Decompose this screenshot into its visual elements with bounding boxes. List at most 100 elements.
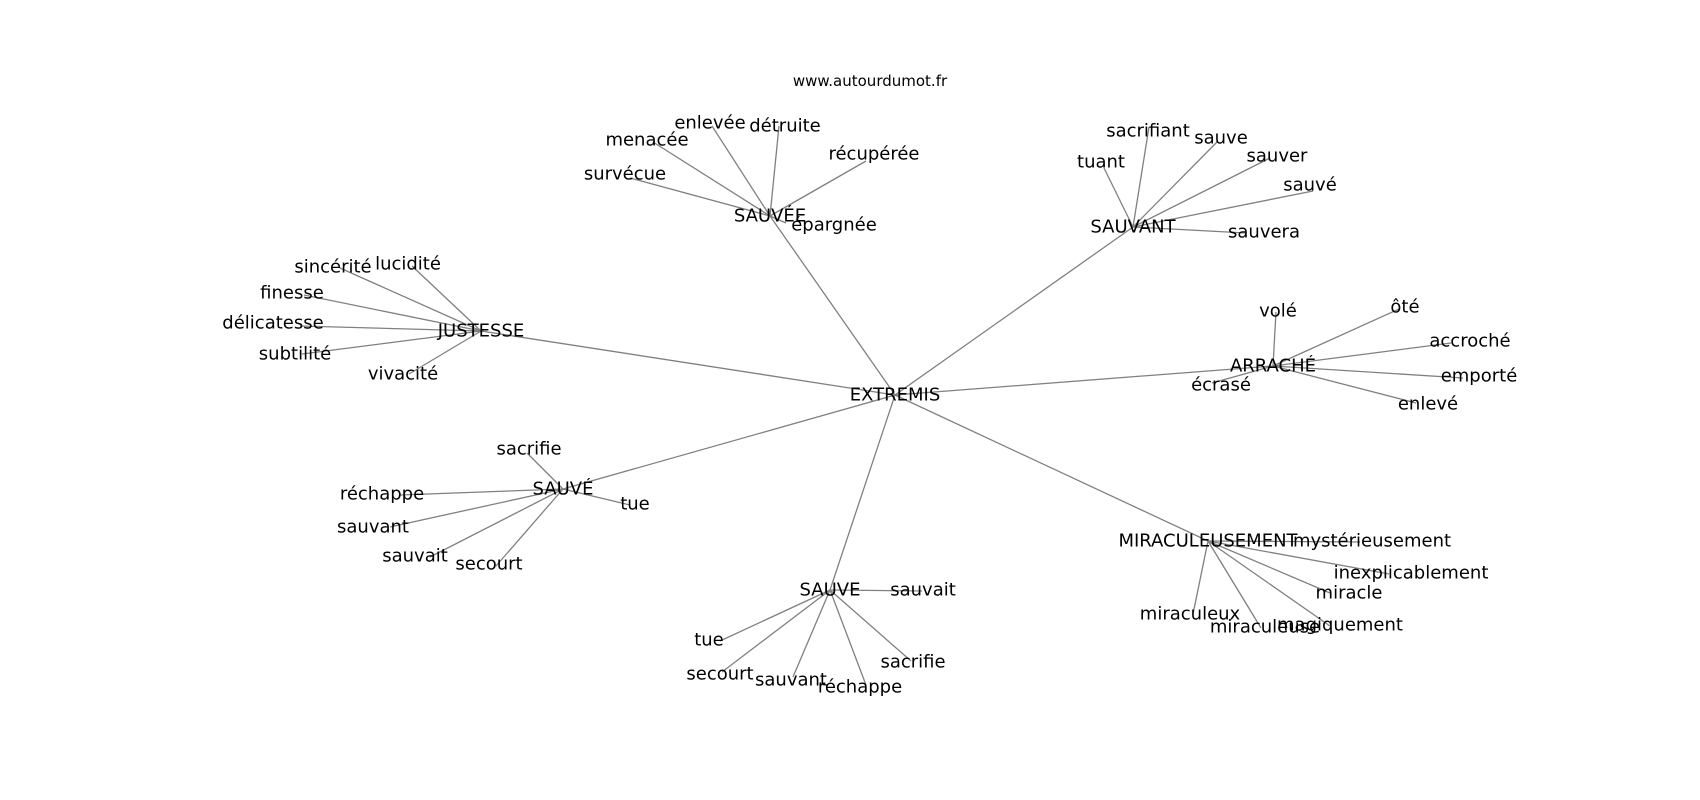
edge-hub-leaf [1103,167,1134,228]
edge-hub-leaf [1207,540,1331,594]
leaf-word: inexplicablement [1334,563,1489,584]
leaf-word: sacrifie [880,652,945,673]
leaf-word: mystérieusement [1293,531,1451,552]
edge-hub-leaf [1132,226,1247,234]
edge-center-hub [894,394,1209,542]
leaf-word: détruite [749,116,821,137]
leaf-word: vivacité [368,364,438,385]
leaf-word: tuant [1077,152,1125,173]
edge-center-hub [562,394,896,490]
edge-hub-leaf [829,589,867,686]
hub-word: MIRACULEUSEMENT [1118,531,1298,552]
edge-center-hub [894,226,1134,396]
edge-hub-leaf [429,488,564,558]
edge-hub-leaf [1272,365,1464,379]
edge-hub-leaf [1211,365,1274,384]
edge-hub-leaf [792,589,831,678]
edge-center-hub [769,215,896,396]
edge-hub-leaf [652,141,771,217]
edge-center-hub [480,330,896,396]
edge-hub-leaf [1207,540,1390,575]
leaf-word: écrasé [1191,375,1251,396]
leaf-word: sauve [1194,128,1248,149]
leaf-word: sauvé [1283,175,1337,196]
edge-hub-leaf [829,589,923,592]
edge-hub-leaf [1272,365,1417,404]
leaf-word: ôté [1390,297,1419,318]
leaf-word: magiquement [1277,615,1403,636]
hub-word: SAUVÉ [533,478,594,500]
leaf-word: sauvera [1228,222,1300,243]
edge-hub-leaf [1207,540,1262,629]
leaf-word: sauvait [382,546,448,567]
leaf-word: miracle [1316,583,1383,604]
edge-hub-leaf [299,325,482,332]
leaf-word: réchappe [818,677,902,698]
leaf-word: tue [694,630,724,651]
leaf-word: finesse [260,283,324,304]
edge-hub-leaf [1207,540,1361,543]
edge-hub-leaf [408,330,482,375]
edge-hub-leaf [719,589,831,642]
leaf-word: emporté [1441,366,1518,387]
leaf-word: subtilité [259,344,331,365]
hub-word: ARRACHÉ [1230,355,1316,377]
leaf-word: miraculeux [1140,604,1241,625]
edge-hub-leaf [769,215,787,224]
leaf-word: sauvant [755,670,827,691]
hub-word: SAUVE [800,580,861,601]
edge-center-hub [894,365,1274,396]
edge-hub-leaf [829,589,912,662]
edge-hub-leaf [1132,157,1271,228]
edge-hub-leaf [303,294,482,332]
leaf-word: miraculeuse [1210,617,1320,638]
edge-hub-leaf [526,452,564,490]
leaf-word: survécue [584,164,666,185]
site-url: www.autourdumot.fr [792,72,948,90]
edge-hub-leaf [411,265,482,332]
leaf-word: accroché [1429,331,1510,352]
leaf-word: menacée [605,130,688,151]
edge-hub-leaf [711,125,771,217]
leaf-word: réchappe [340,484,424,505]
hub-word: SAUVANT [1090,217,1176,238]
edge-hub-leaf [495,488,564,567]
leaf-word: délicatesse [222,313,323,334]
edge-hub-leaf [1272,308,1400,367]
leaf-word: sincérité [294,257,371,278]
edge-hub-leaf [1132,126,1150,228]
edge-hub-leaf [339,267,482,332]
edge-hub-leaf [1132,190,1314,228]
leaf-word: sauvait [890,580,956,601]
edge-hub-leaf [1272,342,1452,367]
leaf-word: secourt [686,664,753,685]
edge-hub-leaf [1272,311,1277,367]
leaf-word: tue [620,494,650,515]
leaf-word: sauver [1247,146,1309,167]
edge-hub-leaf [562,488,631,506]
edge-hub-leaf [769,160,867,217]
edge-hub-leaf [399,488,564,496]
leaf-word: enlevée [674,113,745,134]
edge-hub-leaf [301,330,482,355]
edge-hub-leaf [629,177,771,217]
edge-hub-leaf [769,125,780,217]
leaf-word: sacrifiant [1106,121,1190,142]
edge-center-hub [829,394,896,591]
leaf-word: récupérée [828,144,919,165]
leaf-word: sacrifie [496,439,561,460]
leaf-word: épargnée [791,215,877,236]
edge-hub-leaf [1132,141,1218,228]
leaf-word: sauvant [337,517,409,538]
center-word: EXTREMIS [850,385,941,406]
hub-word: SAUVÉE [734,205,806,227]
leaf-word: lucidité [375,254,441,275]
leaf-word: enlevé [1398,394,1458,415]
leaf-word: secourt [455,554,522,575]
hub-word: JUSTESSE [437,321,525,342]
edge-hub-leaf [1192,540,1209,615]
leaf-word: volé [1259,301,1297,322]
edge-hub-leaf [389,488,564,528]
edge-hub-leaf [721,589,831,673]
